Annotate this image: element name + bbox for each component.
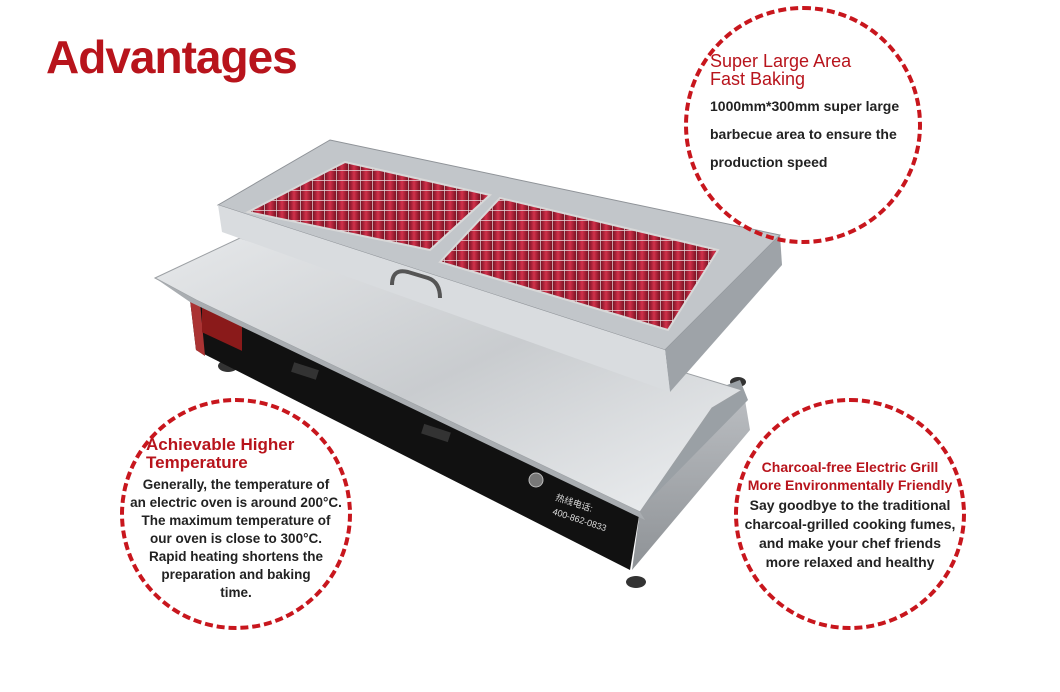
power-knob (528, 472, 544, 488)
callout-eco-body: Say goodbye to the traditional charcoal-… (744, 497, 956, 570)
callout-area: Super Large Area Fast Baking 1000mm*300m… (710, 52, 920, 176)
callout-circle-temperature (120, 398, 352, 630)
callout-temperature: Achievable Higher Temperature Generally,… (120, 436, 352, 602)
callout-circle-area (684, 6, 922, 244)
drawer-handle (390, 269, 442, 299)
callout-eco-heading: Charcoal-free Electric Grill More Enviro… (747, 459, 953, 493)
callout-eco: Charcoal-free Electric Grill More Enviro… (734, 458, 966, 572)
callout-temperature-heading: Achievable Higher Temperature (146, 435, 295, 472)
callout-area-heading: Super Large Area Fast Baking (710, 51, 852, 89)
callout-area-body: 1000mm*300mm super large barbecue area t… (710, 98, 900, 170)
callout-circle-eco (734, 398, 966, 630)
page-title: Advantages (46, 31, 298, 83)
callout-temperature-body: Generally, the temperature of an electri… (130, 477, 342, 600)
brand-badge (202, 304, 242, 351)
